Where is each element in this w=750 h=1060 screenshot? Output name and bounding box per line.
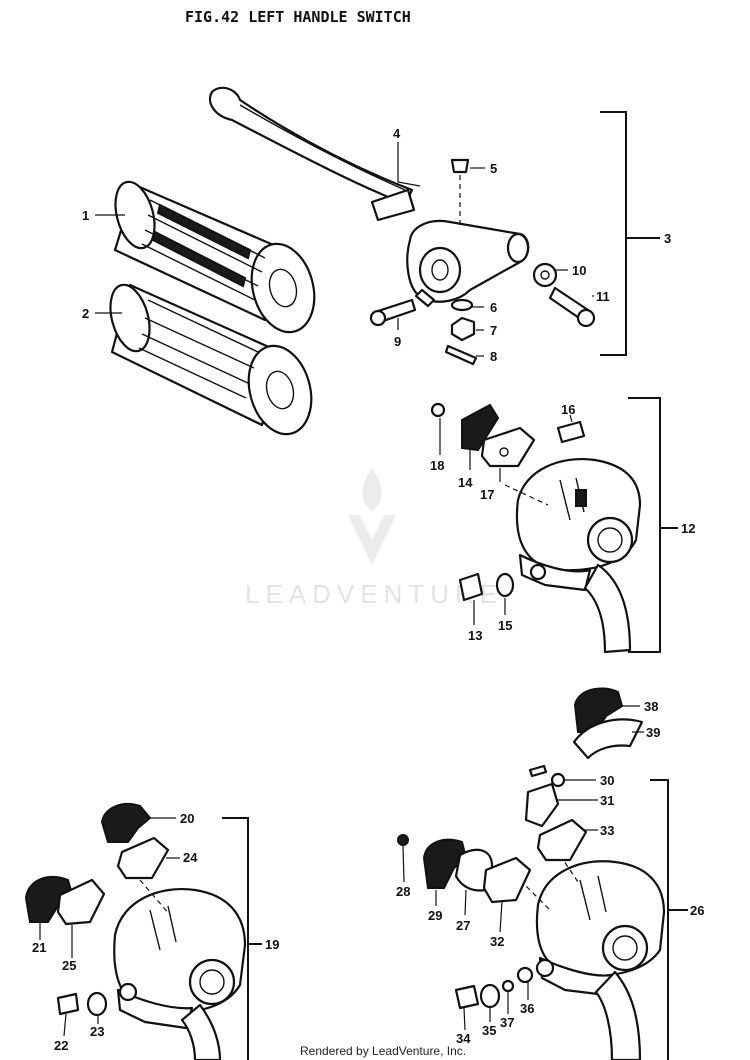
callout-24: 24 [183,850,198,865]
callout-19: 19 [265,937,279,952]
switch-parts-27-39 [397,687,644,1010]
callout-32: 32 [490,934,504,949]
callout-12: 12 [681,521,695,536]
callout-37: 37 [500,1015,514,1030]
grip-1 [113,180,316,334]
callout-28: 28 [396,884,410,899]
callout-11: 11 [596,289,610,304]
callout-29: 29 [428,908,442,923]
callout-35: 35 [482,1023,496,1038]
callout-6: 6 [490,300,497,315]
callout-33: 33 [600,823,614,838]
callout-10: 10 [572,263,586,278]
callout-26: 26 [690,903,704,918]
callout-23: 23 [90,1024,104,1039]
callout-21: 21 [32,940,46,955]
lever-bracket [406,219,530,308]
watermark-text: LEADVENTURE [245,579,503,609]
clutch-lever-4 [208,86,416,222]
callout-31: 31 [600,793,614,808]
bracket-3 [600,111,660,356]
watermark: LEADVENTURE [245,468,503,609]
callout-30: 30 [600,773,614,788]
callout-4: 4 [393,126,401,141]
callout-18: 18 [430,458,444,473]
callout-34: 34 [456,1031,471,1046]
callout-8: 8 [490,349,497,364]
callout-39: 39 [646,725,660,740]
callout-14: 14 [458,475,473,490]
figure-title: FIG.42 LEFT HANDLE SWITCH [185,8,411,26]
callout-36: 36 [520,1001,534,1016]
callout-38: 38 [644,699,658,714]
callout-15: 15 [498,618,512,633]
switch-parts-13-18 [430,402,586,602]
callout-5: 5 [490,161,497,176]
callout-7: 7 [490,323,497,338]
callout-numbers: 1 2 3 4 5 6 7 8 9 10 11 12 13 14 15 16 1… [32,126,704,1053]
callout-9: 9 [394,334,401,349]
grip-2 [109,283,313,436]
leader-lines [39,142,644,1037]
callout-2: 2 [82,306,89,321]
callout-16: 16 [561,402,575,417]
credit-text: Rendered by LeadVenture, Inc. [300,1044,466,1058]
callout-22: 22 [54,1038,68,1053]
switch-assembly-12 [504,458,642,654]
callout-3: 3 [664,231,671,246]
callout-17: 17 [480,487,494,502]
switch-assembly-19 [113,879,247,1060]
bracket-26 [650,779,688,1060]
switch-assembly-26 [519,854,666,1060]
callout-1: 1 [82,208,89,223]
callout-27: 27 [456,918,470,933]
callout-25: 25 [62,958,76,973]
callout-20: 20 [180,811,194,826]
callout-13: 13 [468,628,482,643]
fasteners-5-11 [369,158,596,366]
switch-parts-20-25 [24,803,170,1017]
bracket-12 [628,397,678,653]
bracket-19 [222,817,262,1060]
